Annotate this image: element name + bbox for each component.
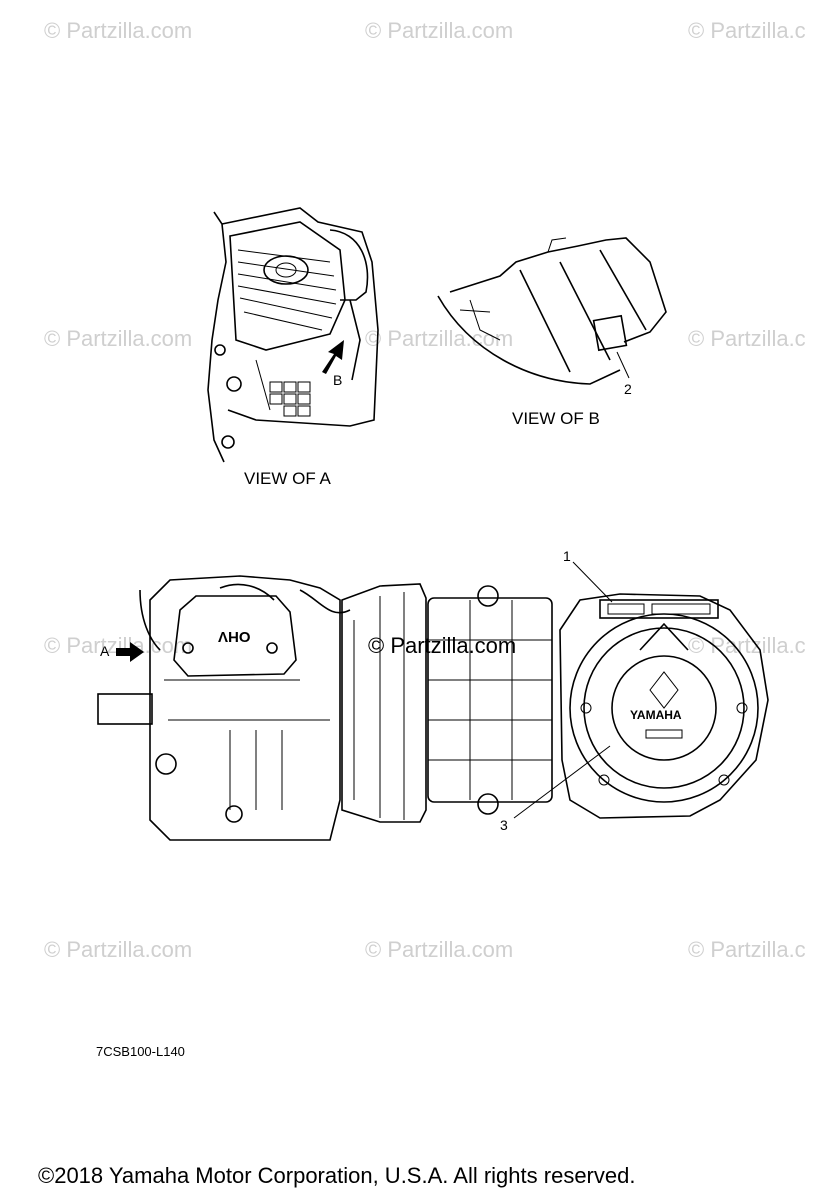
main-engine-drawing: [97, 561, 769, 841]
center-watermark: © Partzilla.com: [368, 633, 517, 658]
arrow-a-label: A: [100, 643, 110, 659]
view-a-drawing: [207, 207, 379, 463]
watermark: © Partzilla.com: [44, 18, 193, 43]
ohv-engine-marking: OHV: [218, 628, 251, 645]
diagram-code: 7CSB100-L140: [96, 1044, 185, 1059]
watermark: © Partzilla.com: [365, 937, 514, 962]
watermark: © Partzilla.c: [688, 937, 806, 962]
yamaha-engine-marking: YAMAHA: [630, 708, 682, 722]
watermark: © Partzilla.c: [688, 18, 806, 43]
view-b-drawing: [437, 237, 667, 385]
callout-3: 3: [500, 817, 508, 833]
callout-1: 1: [563, 548, 571, 564]
copyright-notice: ©2018 Yamaha Motor Corporation, U.S.A. A…: [38, 1163, 636, 1188]
view-a-caption: VIEW OF A: [244, 469, 331, 488]
watermark: © Partzilla.com: [365, 18, 514, 43]
watermark: © Partzilla.com: [44, 937, 193, 962]
callout-2: 2: [624, 381, 632, 397]
arrow-b-label: B: [333, 372, 343, 388]
watermark: © Partzilla.c: [688, 633, 806, 658]
watermark: © Partzilla.c: [688, 326, 806, 351]
view-b-caption: VIEW OF B: [512, 409, 600, 428]
watermark: © Partzilla.com: [365, 326, 514, 351]
watermark: © Partzilla.com: [44, 326, 193, 351]
